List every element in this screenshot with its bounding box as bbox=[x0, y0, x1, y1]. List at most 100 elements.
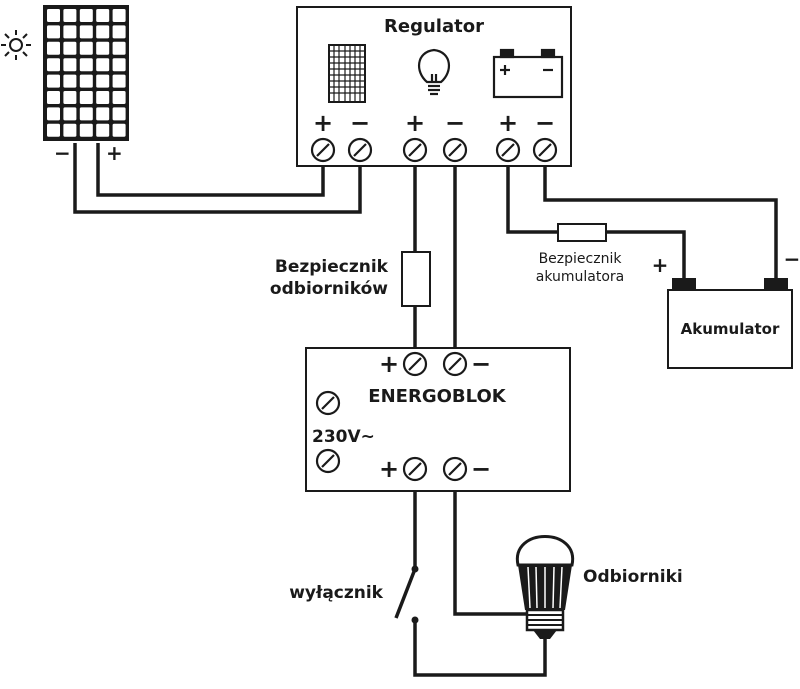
energoblok-terminal-screw bbox=[442, 351, 468, 377]
panel-cell bbox=[96, 91, 110, 104]
panel-cell bbox=[79, 41, 93, 55]
panel-cell bbox=[63, 107, 77, 121]
energoblok-terminal-screw bbox=[402, 456, 428, 482]
panel-cell bbox=[47, 74, 60, 88]
battery-fuse-label-line2: akumulatora bbox=[536, 269, 625, 285]
battery-plus-wire-2 bbox=[606, 230, 686, 288]
panel-cell bbox=[79, 58, 93, 72]
battery-plus-sign: + bbox=[652, 253, 669, 277]
panel-minus-sign: − bbox=[54, 141, 71, 165]
panel-cell bbox=[96, 9, 110, 22]
panel-cell bbox=[112, 9, 126, 22]
panel-cell bbox=[63, 74, 77, 88]
regulator-title: Regulator bbox=[384, 16, 484, 37]
regulator-terminal-screw bbox=[347, 137, 373, 163]
energoblok-top-minus: − bbox=[471, 350, 491, 378]
regulator-terminal-screw bbox=[495, 137, 521, 163]
panel-cell bbox=[96, 107, 110, 121]
battery: Akumulator + − bbox=[652, 247, 800, 369]
battery-fuse bbox=[557, 223, 607, 242]
panel-minus-wire bbox=[73, 143, 362, 214]
panel-cell bbox=[96, 41, 110, 55]
energoblok-voltage: 230V~ bbox=[312, 427, 375, 447]
panel-cell bbox=[112, 74, 126, 88]
panel-cell bbox=[47, 58, 60, 72]
panel-cell bbox=[47, 25, 60, 39]
load-minus-out-wire bbox=[453, 491, 528, 616]
panel-cell bbox=[96, 74, 110, 88]
energoblok-top-plus: + bbox=[379, 350, 399, 378]
panel-cell bbox=[63, 41, 77, 55]
regulator-terminal-sign: − bbox=[350, 109, 370, 137]
panel-cell bbox=[47, 41, 60, 55]
energoblok: ENERGOBLOK 230V~ + − + − bbox=[305, 347, 571, 492]
energoblok-box bbox=[305, 347, 571, 492]
switch-label: wyłącznik bbox=[289, 583, 383, 603]
regulator-terminal-sign: + bbox=[498, 109, 518, 137]
load-fuse-label-line1: Bezpiecznik bbox=[275, 257, 389, 277]
panel-cell bbox=[112, 41, 126, 55]
panel-cell bbox=[112, 25, 126, 39]
load-fuse-label-line2: odbiorników bbox=[270, 279, 388, 299]
panel-cell bbox=[47, 91, 60, 104]
panel-cell bbox=[79, 9, 93, 22]
energoblok-bottom-minus: − bbox=[471, 455, 491, 483]
switch-wire-bottom bbox=[413, 621, 547, 677]
regulator-terminal-sign: + bbox=[405, 109, 425, 137]
regulator-terminal-screw bbox=[402, 137, 428, 163]
panel-plus-sign: + bbox=[106, 141, 123, 165]
regulator: Regulator bbox=[296, 6, 572, 167]
regulator-terminal-screw bbox=[532, 137, 558, 163]
panel-cell bbox=[79, 25, 93, 39]
led-bulb-icon bbox=[515, 535, 575, 639]
energoblok-terminal-screw bbox=[315, 390, 341, 416]
regulator-terminal-sign: − bbox=[445, 109, 465, 137]
energoblok-title: ENERGOBLOK bbox=[368, 386, 506, 407]
battery-minus-sign: − bbox=[784, 247, 800, 271]
panel-cell bbox=[47, 123, 60, 137]
panel-cell bbox=[79, 74, 93, 88]
panel-cell bbox=[112, 107, 126, 121]
energoblok-bottom-plus: + bbox=[379, 455, 399, 483]
panel-cell bbox=[47, 107, 60, 121]
battery-plus-wire bbox=[506, 165, 558, 234]
panel-cell bbox=[96, 25, 110, 39]
panel-cell bbox=[112, 58, 126, 72]
panel-cell bbox=[79, 107, 93, 121]
solar-panel-icon bbox=[43, 5, 129, 141]
switch-lever bbox=[394, 568, 417, 619]
panel-plus-wire bbox=[96, 143, 325, 197]
regulator-terminal-sign: + bbox=[313, 109, 333, 137]
regulator-terminal-screw bbox=[442, 137, 468, 163]
panel-cell bbox=[79, 91, 93, 104]
wires bbox=[73, 143, 778, 677]
switch bbox=[394, 565, 419, 624]
panel-cell bbox=[63, 9, 77, 22]
solar-panel-icon bbox=[328, 44, 366, 103]
battery-fuse-label-line1: Bezpiecznik bbox=[539, 251, 623, 267]
panel-cell bbox=[63, 91, 77, 104]
energoblok-terminal-screw bbox=[402, 351, 428, 377]
panel-cell bbox=[96, 123, 110, 137]
energoblok-terminal-screw bbox=[315, 448, 341, 474]
panel-cell bbox=[112, 123, 126, 137]
load-fuse bbox=[401, 251, 431, 307]
panel-cell bbox=[112, 91, 126, 104]
regulator-terminal-sign: − bbox=[535, 109, 555, 137]
panel-cell bbox=[96, 58, 110, 72]
panel-cell bbox=[63, 123, 77, 137]
battery-minus-wire bbox=[543, 165, 778, 288]
battery-box bbox=[667, 289, 793, 369]
regulator-terminal-screw bbox=[310, 137, 336, 163]
panel-cell bbox=[63, 25, 77, 39]
load-label: Odbiorniki bbox=[583, 567, 683, 587]
light-bulb-icon bbox=[418, 48, 450, 96]
energoblok-terminal-screw bbox=[442, 456, 468, 482]
panel-cell bbox=[47, 9, 60, 22]
battery-icon bbox=[492, 48, 564, 99]
battery-label: Akumulator bbox=[681, 320, 780, 338]
panel-cell bbox=[63, 58, 77, 72]
sun-icon bbox=[1, 30, 31, 60]
panel-cell bbox=[79, 123, 93, 137]
